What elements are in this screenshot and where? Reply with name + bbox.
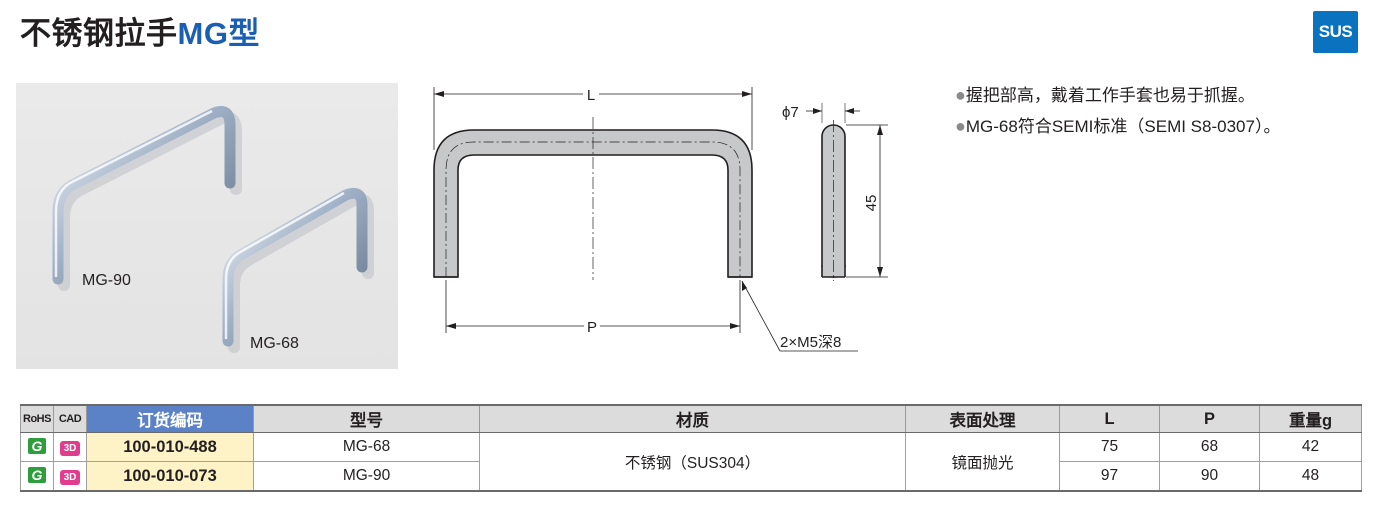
header-model: 型号 bbox=[253, 404, 480, 433]
cad-3d-icon[interactable]: 3D bbox=[60, 470, 80, 485]
p-cell: 90 bbox=[1159, 461, 1260, 492]
cad-3d-icon[interactable]: 3D bbox=[60, 441, 80, 456]
cad-cell[interactable]: 3D bbox=[53, 432, 87, 462]
rohs-cell: G bbox=[20, 432, 54, 462]
cad-cell[interactable]: 3D bbox=[53, 461, 87, 492]
photo-label-mg68: MG-68 bbox=[250, 335, 299, 352]
dimension-label-l: L bbox=[587, 87, 595, 104]
photo-label-mg90: MG-90 bbox=[82, 272, 131, 289]
model-cell: MG-90 bbox=[253, 461, 480, 492]
table-row: G 3D 100-010-488 MG-68 不锈钢（SUS304） 镜面抛光 … bbox=[20, 432, 1362, 492]
header-l: L bbox=[1059, 404, 1160, 433]
dimension-label-p: P bbox=[587, 319, 597, 336]
product-photo: MG-90 MG-68 bbox=[16, 83, 398, 369]
weight-cell: 48 bbox=[1259, 461, 1362, 492]
finish-cell: 镜面抛光 bbox=[905, 432, 1060, 492]
page-title: 不锈钢拉手MG型 bbox=[20, 8, 260, 53]
model-cell: MG-68 bbox=[253, 432, 480, 462]
material-badge: SUS bbox=[1313, 11, 1358, 53]
order-code-cell[interactable]: 100-010-073 bbox=[86, 461, 254, 492]
header-order-code: 订货编码 bbox=[86, 404, 254, 433]
bullet-icon: ● bbox=[955, 116, 966, 136]
spec-table: RoHS CAD 订货编码 型号 材质 表面处理 L P 重量g G 3D 10… bbox=[20, 404, 1362, 492]
dimension-label-diameter: ϕ7 bbox=[782, 104, 799, 121]
material-cell: 不锈钢（SUS304） bbox=[479, 432, 906, 492]
table-header-row: RoHS CAD 订货编码 型号 材质 表面处理 L P 重量g bbox=[20, 404, 1362, 433]
handle-mg90 bbox=[52, 106, 236, 285]
rohs-compliant-icon: G bbox=[28, 438, 46, 454]
header-rohs: RoHS bbox=[20, 404, 54, 433]
l-cell: 97 bbox=[1059, 461, 1160, 492]
feature-item: ●握把部高，戴着工作手套也易于抓握。 bbox=[955, 85, 1255, 105]
feature-list: ●握把部高，戴着工作手套也易于抓握。 ●MG-68符合SEMI标准（SEMI S… bbox=[955, 80, 1280, 142]
handle-mg68 bbox=[222, 187, 368, 347]
thread-note: 2×M5深8 bbox=[780, 334, 841, 351]
l-cell: 75 bbox=[1059, 432, 1160, 462]
rohs-compliant-icon: G bbox=[28, 467, 46, 483]
handles-illustration bbox=[52, 106, 374, 353]
feature-item: ●MG-68符合SEMI标准（SEMI S8-0307）。 bbox=[955, 116, 1281, 136]
title-model: MG型 bbox=[177, 16, 260, 51]
dimension-label-height: 45 bbox=[863, 195, 880, 212]
header-cad: CAD bbox=[53, 404, 87, 433]
technical-drawing: L P 2×M5深8 ϕ7 45 bbox=[433, 85, 888, 352]
p-cell: 68 bbox=[1159, 432, 1260, 462]
header-weight: 重量g bbox=[1259, 404, 1362, 433]
title-text: 不锈钢拉手 bbox=[20, 16, 178, 51]
header-p: P bbox=[1159, 404, 1260, 433]
order-code-cell[interactable]: 100-010-488 bbox=[86, 432, 254, 462]
table-row: G 3D 100-010-073 MG-90 97 90 48 bbox=[20, 461, 1362, 492]
weight-cell: 42 bbox=[1259, 432, 1362, 462]
header-finish: 表面处理 bbox=[905, 404, 1060, 433]
header-material: 材质 bbox=[479, 404, 906, 433]
rohs-cell: G bbox=[20, 461, 54, 492]
bullet-icon: ● bbox=[955, 85, 966, 105]
